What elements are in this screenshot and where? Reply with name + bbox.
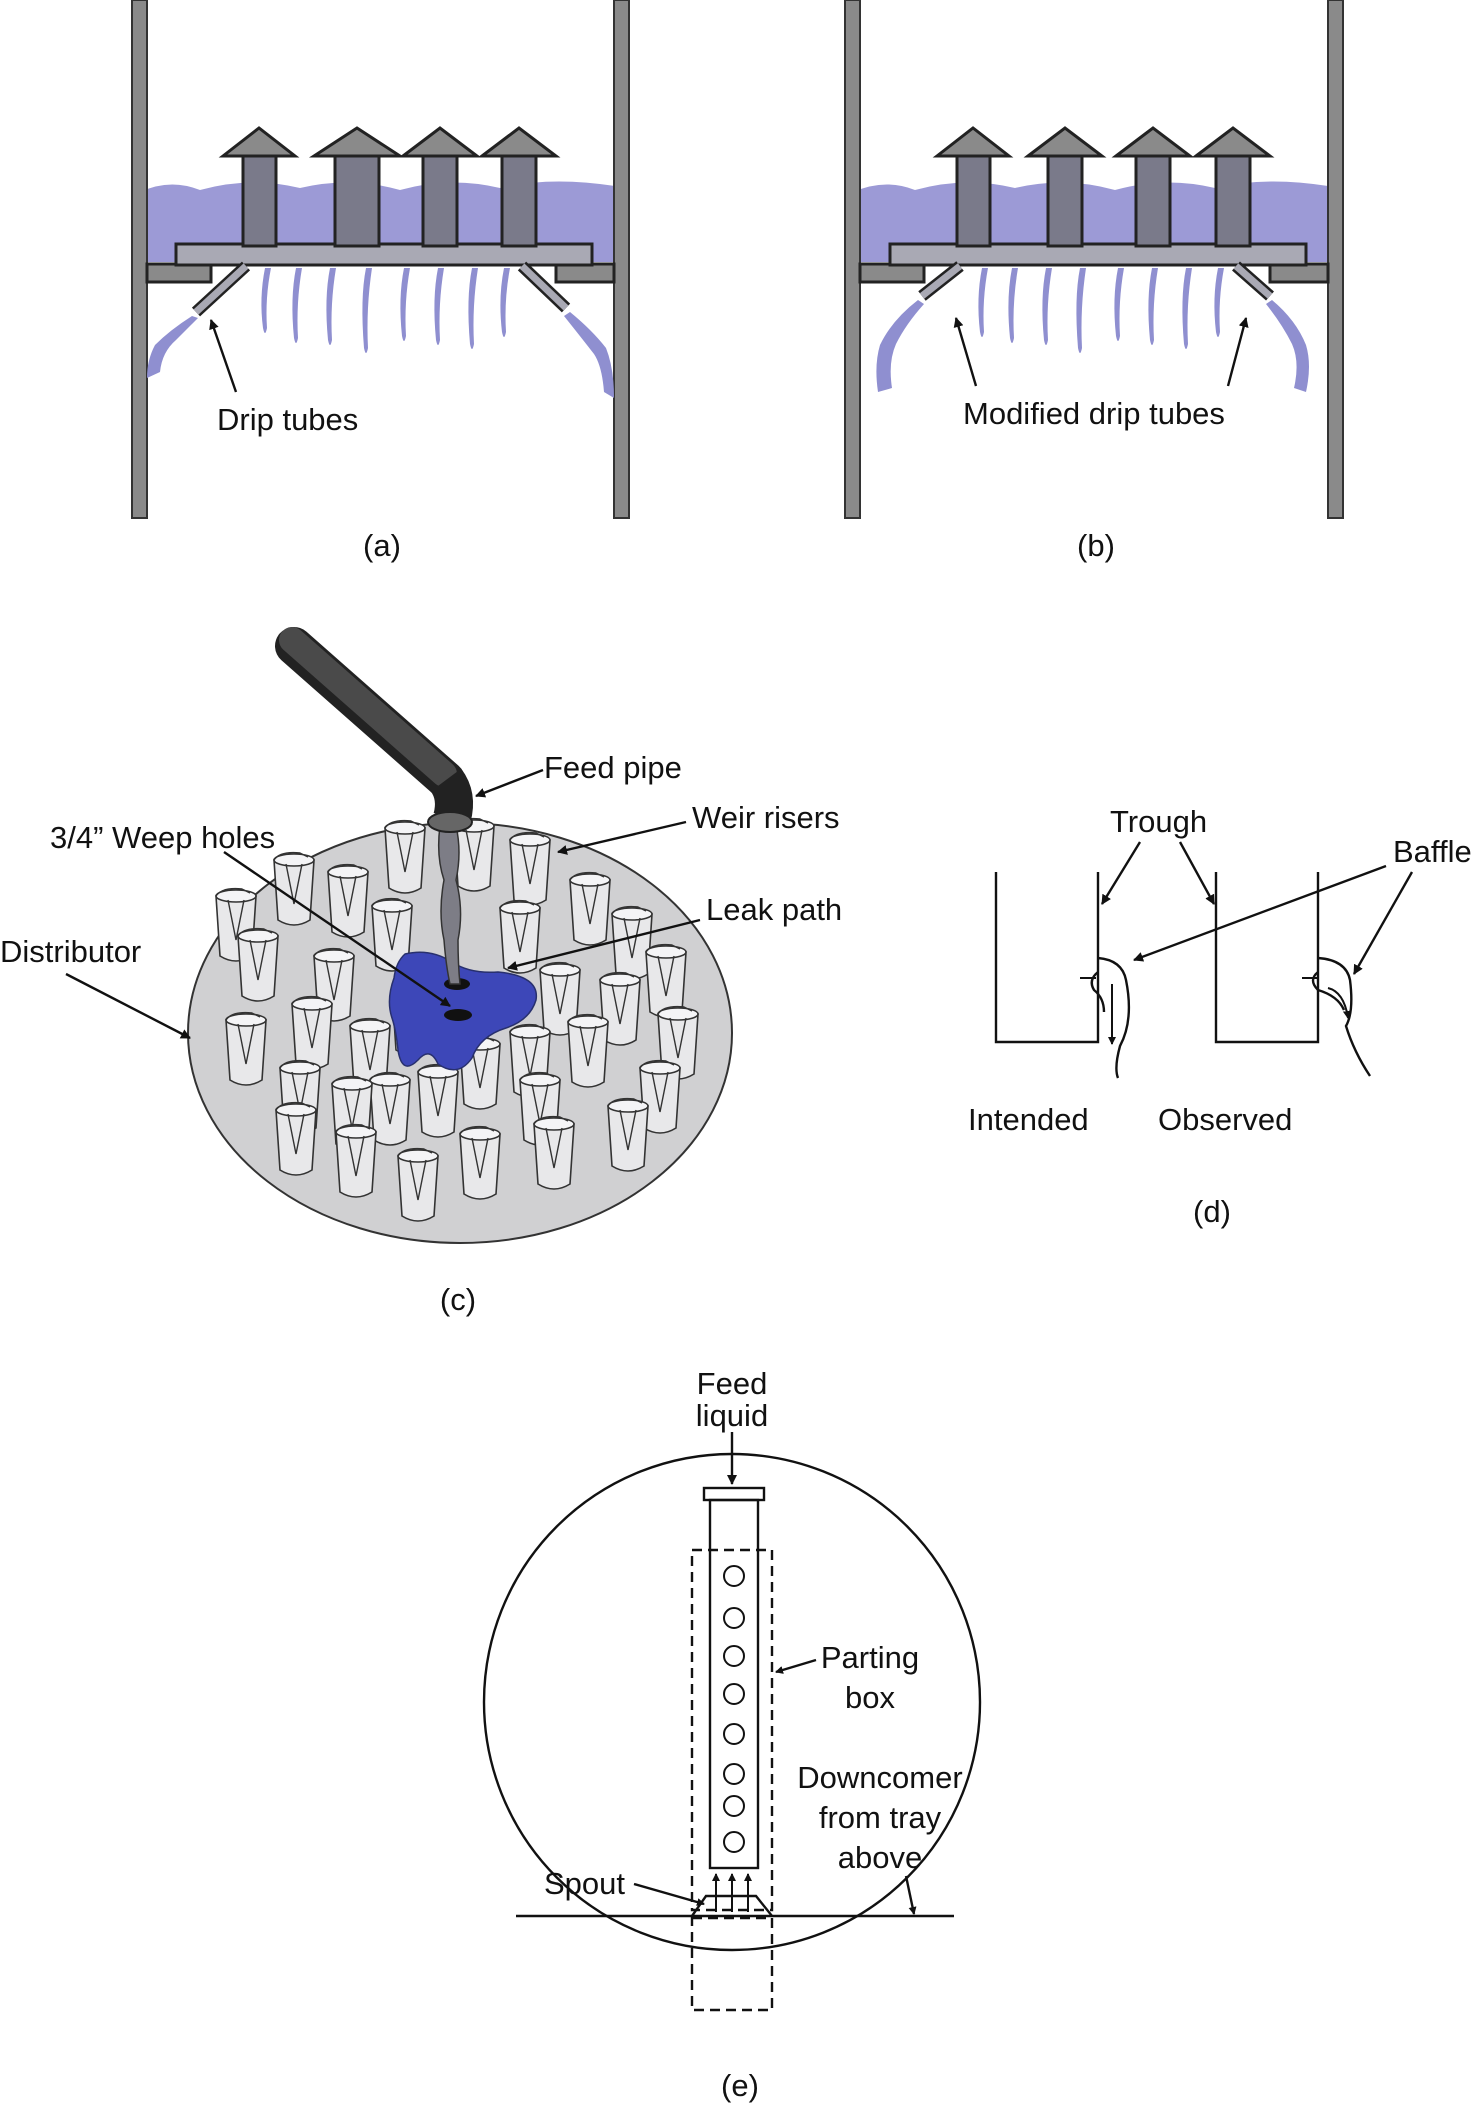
column-wall-left (131, 0, 148, 519)
weir-risers-label: Weir risers (692, 800, 840, 835)
trough-observed (1214, 872, 1371, 1077)
support-ring-right (1268, 262, 1330, 284)
feed-pipe (275, 627, 473, 833)
parting-box-lower (690, 1916, 774, 2012)
baffle-leader-right (1352, 871, 1414, 975)
panel-e-caption: (e) (721, 2068, 759, 2103)
support-ring-left (145, 262, 213, 284)
distributor-leader (65, 972, 191, 1040)
feed-inlet-flange (702, 1486, 766, 1502)
weep-holes-leader (223, 851, 451, 1007)
feed-liquid-stream (437, 825, 462, 985)
parting-box-label-line1: Parting (821, 1640, 919, 1675)
baffle-leader-left (1133, 864, 1387, 962)
panel-b: Modified drip tubes (b) (844, 0, 1344, 563)
feed-liquid-label-line1: Feed (697, 1366, 768, 1401)
trough-label: Trough (1110, 804, 1207, 839)
column-wall-right (1327, 0, 1344, 519)
liquid-streams (147, 268, 614, 398)
weep-holes-label: 3/4” Weep holes (50, 820, 275, 855)
panel-c-caption: (c) (440, 1282, 476, 1317)
downcomer-label-line3: above (838, 1840, 922, 1875)
modified-tube-leader-right (1226, 317, 1249, 387)
spout-label: Spout (544, 1866, 625, 1901)
column-wall-right (613, 0, 630, 519)
feed-pipe-label: Feed pipe (544, 750, 682, 785)
distributor-tray (174, 242, 594, 267)
drip-tubes (191, 261, 571, 317)
panel-d: Trough Baffle Intended Observed (d) (968, 804, 1472, 1229)
weir-risers-leader (557, 820, 687, 855)
vapor-risers (932, 126, 1275, 248)
parting-box (690, 1548, 774, 1912)
trough-intended (994, 872, 1131, 1079)
trough-leader-left (1100, 841, 1142, 905)
downcomer-leader (904, 1875, 917, 1915)
panel-b-caption: (b) (1077, 528, 1115, 563)
panel-a-caption: (a) (363, 528, 401, 563)
support-ring-right (554, 262, 616, 284)
spout-flow-arrows (712, 1873, 752, 1912)
leak-path-label: Leak path (706, 892, 842, 927)
modified-drip-tubes (918, 261, 1274, 301)
vapor-risers (218, 126, 561, 248)
support-ring-left (858, 262, 926, 284)
column-wall-left (844, 0, 861, 519)
distributor-label: Distributor (0, 934, 141, 969)
drip-tubes-leader (209, 319, 238, 393)
weep-hole-2 (444, 1009, 472, 1021)
modified-tube-leader-left (953, 317, 978, 387)
parting-box-leader (775, 1658, 817, 1674)
observed-label: Observed (1158, 1102, 1292, 1137)
orifice-holes (723, 1565, 745, 1853)
spout-leader (633, 1882, 705, 1906)
panel-e: Feed liquid Parting box Downcomer from t… (482, 1366, 982, 2103)
feed-pipe-leader (475, 768, 544, 798)
drip-tubes-label: Drip tubes (217, 402, 358, 437)
panel-a: Drip tubes (a) (131, 0, 630, 563)
modified-drip-tubes-label: Modified drip tubes (963, 396, 1225, 431)
panel-c: Feed pipe Weir risers 3/4” Weep holes Le… (0, 627, 842, 1317)
downcomer-label-line1: Downcomer (797, 1760, 962, 1795)
downcomer-label-line2: from tray (819, 1800, 942, 1835)
baffle-label: Baffle (1393, 834, 1472, 869)
feed-channel (708, 1498, 760, 1870)
panel-d-caption: (d) (1193, 1194, 1231, 1229)
feed-liquid-label-line2: liquid (696, 1398, 768, 1433)
intended-label: Intended (968, 1102, 1089, 1137)
trough-leader-right (1178, 841, 1216, 905)
distributor-tray (888, 242, 1308, 267)
leak-path-leader (507, 918, 701, 971)
parting-box-label-line2: box (845, 1680, 895, 1715)
liquid-streams (876, 268, 1309, 392)
